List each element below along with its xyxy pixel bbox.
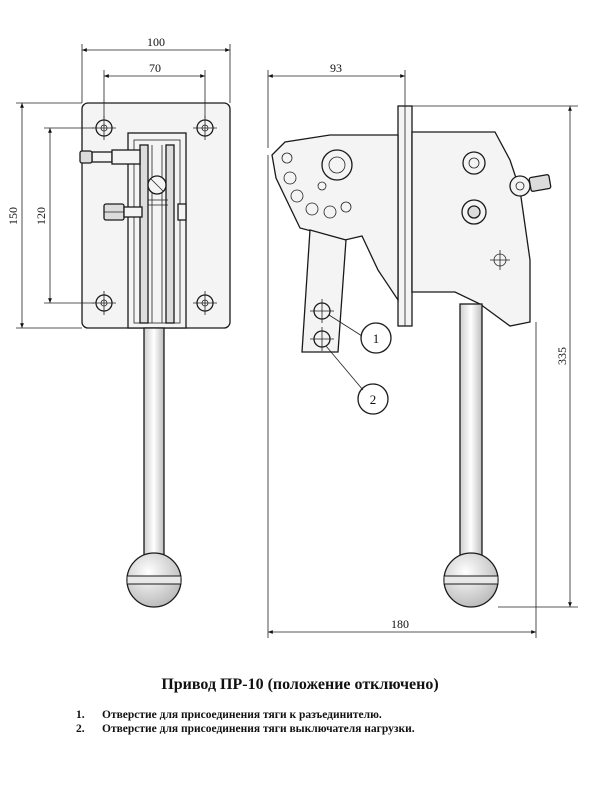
callout-1-label: 1: [373, 331, 380, 346]
dim-front-height: 150: [6, 102, 82, 329]
callout-2-label: 2: [370, 392, 377, 407]
dim-front-hole-spacing: 70: [103, 61, 206, 118]
dim-front-height-label: 150: [6, 207, 20, 225]
note-text: Отверстие для присоединения тяги выключа…: [102, 723, 415, 735]
dim-front-hole-vertical-label: 120: [34, 207, 48, 225]
notes-list: 1. Отверстие для присоединения тяги к раз…: [76, 708, 415, 736]
note-item: 1. Отверстие для присоединения тяги к раз…: [76, 708, 415, 722]
dim-side-length-label: 180: [391, 617, 409, 631]
note-text: Отверстие для присоединения тяги к разъе…: [102, 709, 382, 721]
dim-side-height: 335: [412, 105, 578, 608]
technical-drawing: 100 70 150 120: [6, 35, 578, 638]
note-number: 1.: [76, 709, 85, 721]
side-handle-rod: [459, 303, 483, 559]
note-item: 2. Отверстие для присоединения тяги выклю…: [76, 722, 415, 736]
front-view: 100 70 150 120: [6, 35, 231, 608]
front-mechanism: [79, 132, 187, 329]
callout-1: 1: [328, 314, 392, 354]
front-housing: [127, 132, 187, 329]
figure-caption: Привод ПР-10 (положение отключено): [161, 676, 439, 693]
dim-front-hole-vertical: 120: [34, 127, 94, 304]
dim-front-width-label: 100: [147, 35, 165, 49]
dim-front-width: 100: [81, 35, 231, 103]
front-handle-rod: [143, 327, 165, 559]
callout-2: 2: [325, 345, 389, 415]
side-housing: [411, 131, 531, 327]
front-mounting-holes: [92, 116, 217, 315]
side-view: 1 2 93 180 335: [267, 61, 578, 638]
dim-side-depth-label: 93: [330, 61, 342, 75]
dim-side-length: 180: [267, 155, 537, 638]
dim-side-depth: 93: [267, 61, 406, 148]
dim-front-hole-spacing-label: 70: [149, 61, 161, 75]
dim-side-height-label: 335: [555, 347, 569, 365]
note-number: 2.: [76, 723, 85, 735]
side-lever-body: [271, 134, 399, 303]
side-output-arm: [301, 229, 347, 353]
